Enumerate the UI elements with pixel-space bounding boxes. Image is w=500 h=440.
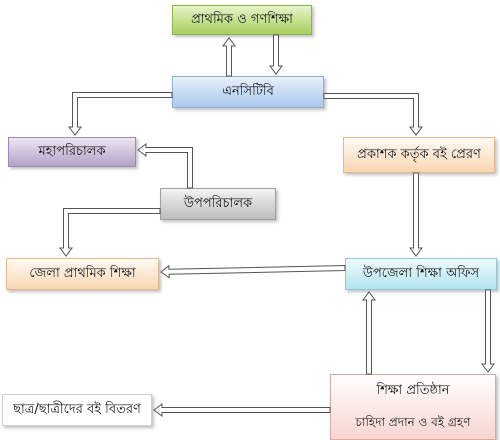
node-educational-institution: শিক্ষা প্রতিষ্ঠান চাহিদা প্রদান ও বই গ্র… — [330, 374, 496, 440]
node-upazila-education-office: উপজেলা শিক্ষা অফিস — [345, 258, 497, 290]
arrow-upazila-to-district — [160, 264, 346, 279]
institution-sublabel: চাহিদা প্রদান ও বই গ্রহণ — [355, 415, 471, 429]
arrow-institution-to-upazila — [362, 291, 376, 375]
node-student-book-distribution: ছাত্র/ছাত্রীদের বই বিতরণ — [2, 394, 152, 426]
arrow-upazila-to-institution — [481, 289, 495, 373]
arrow-nctb-to-publisher — [323, 93, 423, 136]
node-deputy-director: উপপরিচালক — [160, 188, 276, 220]
arrow-institution-to-students — [153, 403, 331, 417]
arrow-nctb-to-director-general — [68, 92, 173, 136]
arrow-deputy-to-director-general — [137, 143, 193, 189]
node-primary-mass-education: প্রাথমিক ও গণশিক্ষা — [172, 5, 312, 35]
arrow-ministry-to-nctb — [269, 34, 283, 75]
institution-label: শিক্ষা প্রতিষ্ঠান — [376, 383, 450, 398]
node-district-primary-education: জেলা প্রাথমিক শিক্ষা — [6, 258, 159, 290]
arrow-nctb-to-ministry — [222, 37, 236, 77]
arrow-publisher-to-upazila — [409, 172, 423, 257]
arrow-deputy-to-district — [59, 208, 161, 257]
node-director-general: মহাপরিচালক — [8, 137, 136, 167]
